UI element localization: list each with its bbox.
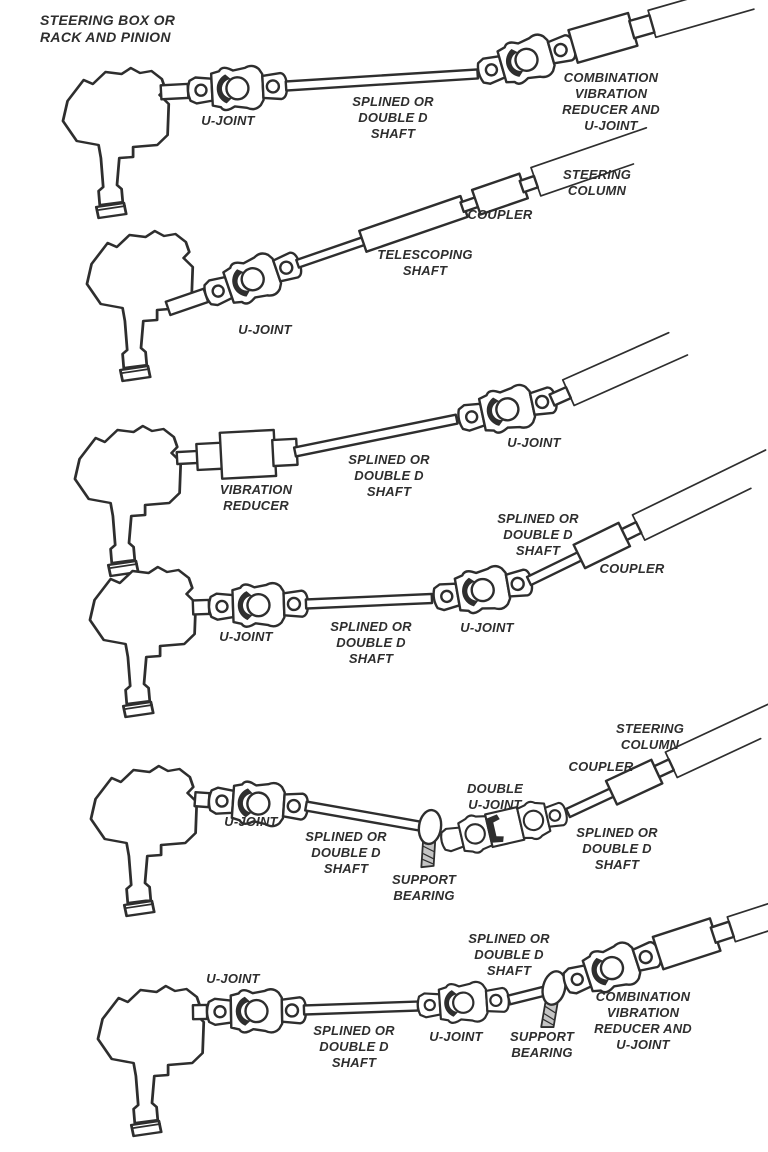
label-support-bearing: SUPPORT BEARING xyxy=(391,872,456,903)
label-coupler: COUPLER xyxy=(599,561,665,576)
label-u-joint: U-JOINT xyxy=(507,435,561,450)
label-u-joint: U-JOINT xyxy=(224,814,278,829)
label-u-joint: U-JOINT xyxy=(460,620,514,635)
label-double-u-joint: DOUBLE U-JOINT xyxy=(466,781,524,812)
label-splined-shaft: SPLINED OR DOUBLE D SHAFT xyxy=(576,825,658,872)
label-steering-column: STEERING COLUMN xyxy=(562,167,632,198)
steering-box-drawing xyxy=(88,565,198,719)
u-joint-drawing xyxy=(191,580,310,630)
label-u-joint: U-JOINT xyxy=(429,1029,483,1044)
row-1-drawing xyxy=(61,0,763,220)
splined-shaft-drawing xyxy=(304,592,434,610)
label-telescoping-shaft: TELESCOPING SHAFT xyxy=(377,247,473,278)
label-splined-shaft: SPLINED OR DOUBLE D SHAFT xyxy=(313,1023,395,1070)
label-u-joint: U-JOINT xyxy=(219,629,273,644)
splined-shaft-drawing xyxy=(302,1000,420,1016)
steering-box-drawing xyxy=(96,984,206,1138)
label-u-joint: U-JOINT xyxy=(206,971,260,986)
row-6-drawing xyxy=(96,877,768,1138)
label-u-joint: U-JOINT xyxy=(238,322,292,337)
vibration-reducer-drawing xyxy=(175,427,300,482)
coupler-column-chain-drawing xyxy=(564,699,768,819)
label-splined-shaft: SPLINED OR DOUBLE D SHAFT xyxy=(352,94,434,141)
steering-column-drawing xyxy=(548,331,689,407)
u-joint-drawing xyxy=(193,777,311,830)
u-joint-drawing xyxy=(429,558,537,622)
row-5-drawing xyxy=(89,699,768,918)
label-splined-shaft: SPLINED OR DOUBLE D SHAFT xyxy=(497,511,579,558)
label-splined-shaft: SPLINED OR DOUBLE D SHAFT xyxy=(468,931,550,978)
splined-shaft-drawing xyxy=(304,800,429,833)
label-coupler: COUPLER xyxy=(568,759,634,774)
label-u-joint: U-JOINT xyxy=(201,113,255,128)
row-2-drawing xyxy=(85,126,648,383)
splined-shaft-drawing xyxy=(292,413,459,458)
coupler-column-chain-drawing xyxy=(525,449,767,587)
steering-box-drawing xyxy=(89,764,199,918)
steering-box-drawing xyxy=(73,424,183,578)
splined-shaft-drawing xyxy=(284,68,480,92)
steering-box-drawing xyxy=(61,66,171,220)
u-joint-drawing xyxy=(159,62,290,114)
label-combination-reducer: COMBINATION VIBRATION REDUCER AND U-JOIN… xyxy=(594,989,692,1052)
telescoping-chain-drawing xyxy=(164,126,648,317)
u-joint-drawing xyxy=(453,376,562,442)
label-support-bearing: SUPPORT BEARING xyxy=(509,1029,574,1060)
u-joint-drawing xyxy=(191,987,308,1035)
label-coupler: COUPLER xyxy=(467,207,533,222)
label-splined-shaft: SPLINED OR DOUBLE D SHAFT xyxy=(348,452,430,499)
steering-box-title: STEERING BOX OR RACK AND PINION xyxy=(40,12,176,46)
row-4-drawing xyxy=(88,449,767,719)
label-splined-shaft: SPLINED OR DOUBLE D SHAFT xyxy=(330,619,412,666)
label-steering-column: STEERING COLUMN xyxy=(615,721,685,752)
u-joint-drawing xyxy=(415,978,512,1027)
label-splined-shaft: SPLINED OR DOUBLE D SHAFT xyxy=(305,829,387,876)
combination-reducer-drawing xyxy=(557,877,768,1006)
label-combination-reducer: COMBINATION VIBRATION REDUCER AND U-JOIN… xyxy=(562,70,660,133)
combination-reducer-drawing xyxy=(471,0,763,96)
support-bearing-drawing xyxy=(412,807,445,871)
row-3-drawing xyxy=(73,331,689,578)
label-vibration-reducer: VIBRATION REDUCER xyxy=(219,482,293,513)
